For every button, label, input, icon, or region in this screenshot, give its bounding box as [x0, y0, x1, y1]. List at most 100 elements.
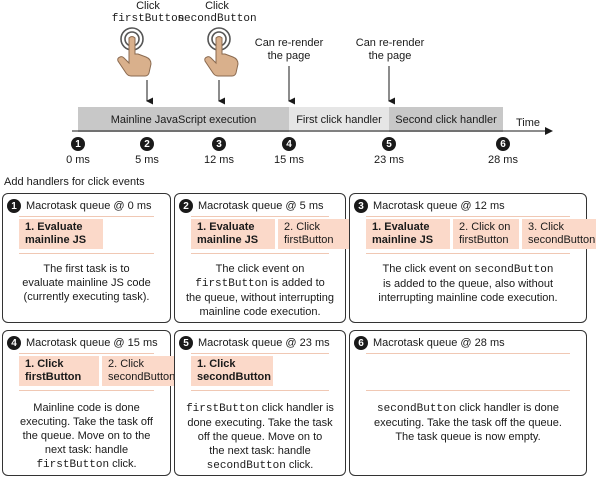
hand-pointer-icon [117, 27, 152, 77]
queue-top-line [19, 353, 154, 354]
description-line: is added to the queue, also without [354, 277, 582, 291]
click-target-2: secondButton [177, 13, 257, 25]
description-line: The click event on secondButton [354, 262, 582, 277]
description-text: interrupting mainline code execution. [378, 292, 558, 304]
panel-description: The first task is to evaluate mainline JS… [7, 262, 166, 304]
queue-task: 1. Evaluate mainline JS [191, 219, 275, 249]
description-text: done executing. Take the task [187, 417, 333, 429]
panel-header: 3 Macrotask queue @ 12 ms [354, 199, 505, 213]
queue-bottom-line [191, 253, 329, 254]
queue-task: 2. Click secondButton [102, 356, 182, 386]
description-text: the next task: handle [209, 445, 311, 457]
description-text: mainline code execution. [199, 306, 321, 318]
queue-row: 1. Evaluate mainline JS [19, 219, 103, 249]
code-identifier: firstButton [195, 278, 268, 290]
description-text: The first task is to [43, 263, 130, 275]
queue-bottom-line [366, 390, 570, 391]
queue-task: 1. Click secondButton [191, 356, 273, 386]
description-text: click. [109, 458, 137, 470]
timeline-time-4: 15 ms [274, 154, 304, 166]
description-line: secondButton click handler is done [354, 401, 582, 416]
description-text: click. [285, 459, 314, 471]
queue-top-line [191, 353, 329, 354]
time-axis-label: Time [516, 117, 541, 129]
queue-task: 1. Click firstButton [19, 356, 99, 386]
panel-title: Macrotask queue @ 15 ms [26, 337, 158, 349]
description-line: firstButton click. [7, 457, 166, 472]
segment-first-click: First click handler [289, 107, 389, 132]
click-verb-2: Click [205, 0, 229, 12]
hand-pointer-icon [204, 27, 239, 77]
timeline-arrows [146, 66, 395, 105]
description-line: executing. Take the task off [7, 415, 166, 429]
click-caption-1: Click firstButton [103, 0, 193, 26]
panel-description: Mainline code is done executing. Take the… [7, 401, 166, 472]
description-line: interrupting mainline code execution. [354, 291, 582, 305]
description-text: the queue. Move on to the [22, 430, 151, 442]
description-line: secondButton click. [179, 458, 341, 473]
description-text: executing. Take the task off the queue. [374, 417, 562, 429]
timeline-marker-1: 1 [71, 137, 85, 151]
panel-title: Macrotask queue @ 23 ms [198, 337, 330, 349]
queue-task: 1. Evaluate mainline JS [19, 219, 103, 249]
description-text: The task queue is now empty. [395, 431, 541, 443]
queue-panel-3: 3 Macrotask queue @ 12 ms 1. Evaluate main… [349, 193, 596, 323]
description-line: done executing. Take the task [179, 416, 341, 430]
description-text: Mainline code is done [33, 402, 140, 414]
segment-mainline: Mainline JavaScript execution [78, 107, 289, 132]
panel-header: 5 Macrotask queue @ 23 ms [179, 336, 330, 350]
panel-step-marker: 2 [179, 199, 193, 213]
panel-step-marker: 6 [354, 336, 368, 350]
description-text: executing. Take the task off [20, 416, 153, 428]
panel-step-marker: 4 [7, 336, 21, 350]
timeline-marker-3: 3 [212, 137, 226, 151]
description-line: The first task is to [7, 262, 166, 276]
panel-step-marker: 5 [179, 336, 193, 350]
description-line: The click event on [179, 262, 341, 276]
code-identifier: secondButton [206, 460, 286, 472]
timeline-time-1: 0 ms [66, 154, 90, 166]
timeline-marker-4: 4 [282, 137, 296, 151]
rerender-caption-2: Can re-render the page [355, 37, 425, 62]
description-text: next task: handle [44, 444, 129, 456]
description-line: the next task: handle [179, 444, 341, 458]
panel-header: 6 Macrotask queue @ 28 ms [354, 336, 505, 350]
panel-step-marker: 1 [7, 199, 21, 213]
description-line: executing. Take the task off the queue. [354, 416, 582, 430]
click-target-1: firstButton [111, 13, 185, 25]
description-line: firstButton is added to [179, 276, 341, 291]
timeline-time-2: 5 ms [135, 154, 159, 166]
queue-task: 1. Evaluate mainline JS [366, 219, 450, 249]
timeline-marker-2: 2 [140, 137, 154, 151]
panel-step-marker: 3 [354, 199, 368, 213]
code-identifier: secondButton [377, 403, 457, 415]
queue-panel-6: 6 Macrotask queue @ 28 ms secondButton cli… [349, 330, 587, 476]
panel-title: Macrotask queue @ 5 ms [198, 200, 324, 212]
code-identifier: secondButton [474, 264, 554, 276]
description-line: Mainline code is done [7, 401, 166, 415]
panel-title: Macrotask queue @ 12 ms [373, 200, 505, 212]
description-line: off the queue. Move on to [179, 430, 341, 444]
panel-title: Macrotask queue @ 28 ms [373, 337, 505, 349]
description-text: is added to [267, 277, 325, 289]
queue-top-line [366, 353, 570, 354]
description-line: evaluate mainline JS code [7, 276, 166, 290]
timeline-time-3: 12 ms [204, 154, 234, 166]
section-title: Add handlers for click events [4, 176, 145, 188]
rerender-caption-1: Can re-render the page [254, 37, 324, 62]
description-text: (currently executing task). [23, 291, 150, 303]
description-line: firstButton click handler is [179, 401, 341, 416]
description-text: evaluate mainline JS code [22, 277, 151, 289]
segment-second-click: Second click handler [389, 107, 503, 132]
click-verb-1: Click [136, 0, 160, 12]
click-caption-2: Click secondButton [172, 0, 262, 26]
